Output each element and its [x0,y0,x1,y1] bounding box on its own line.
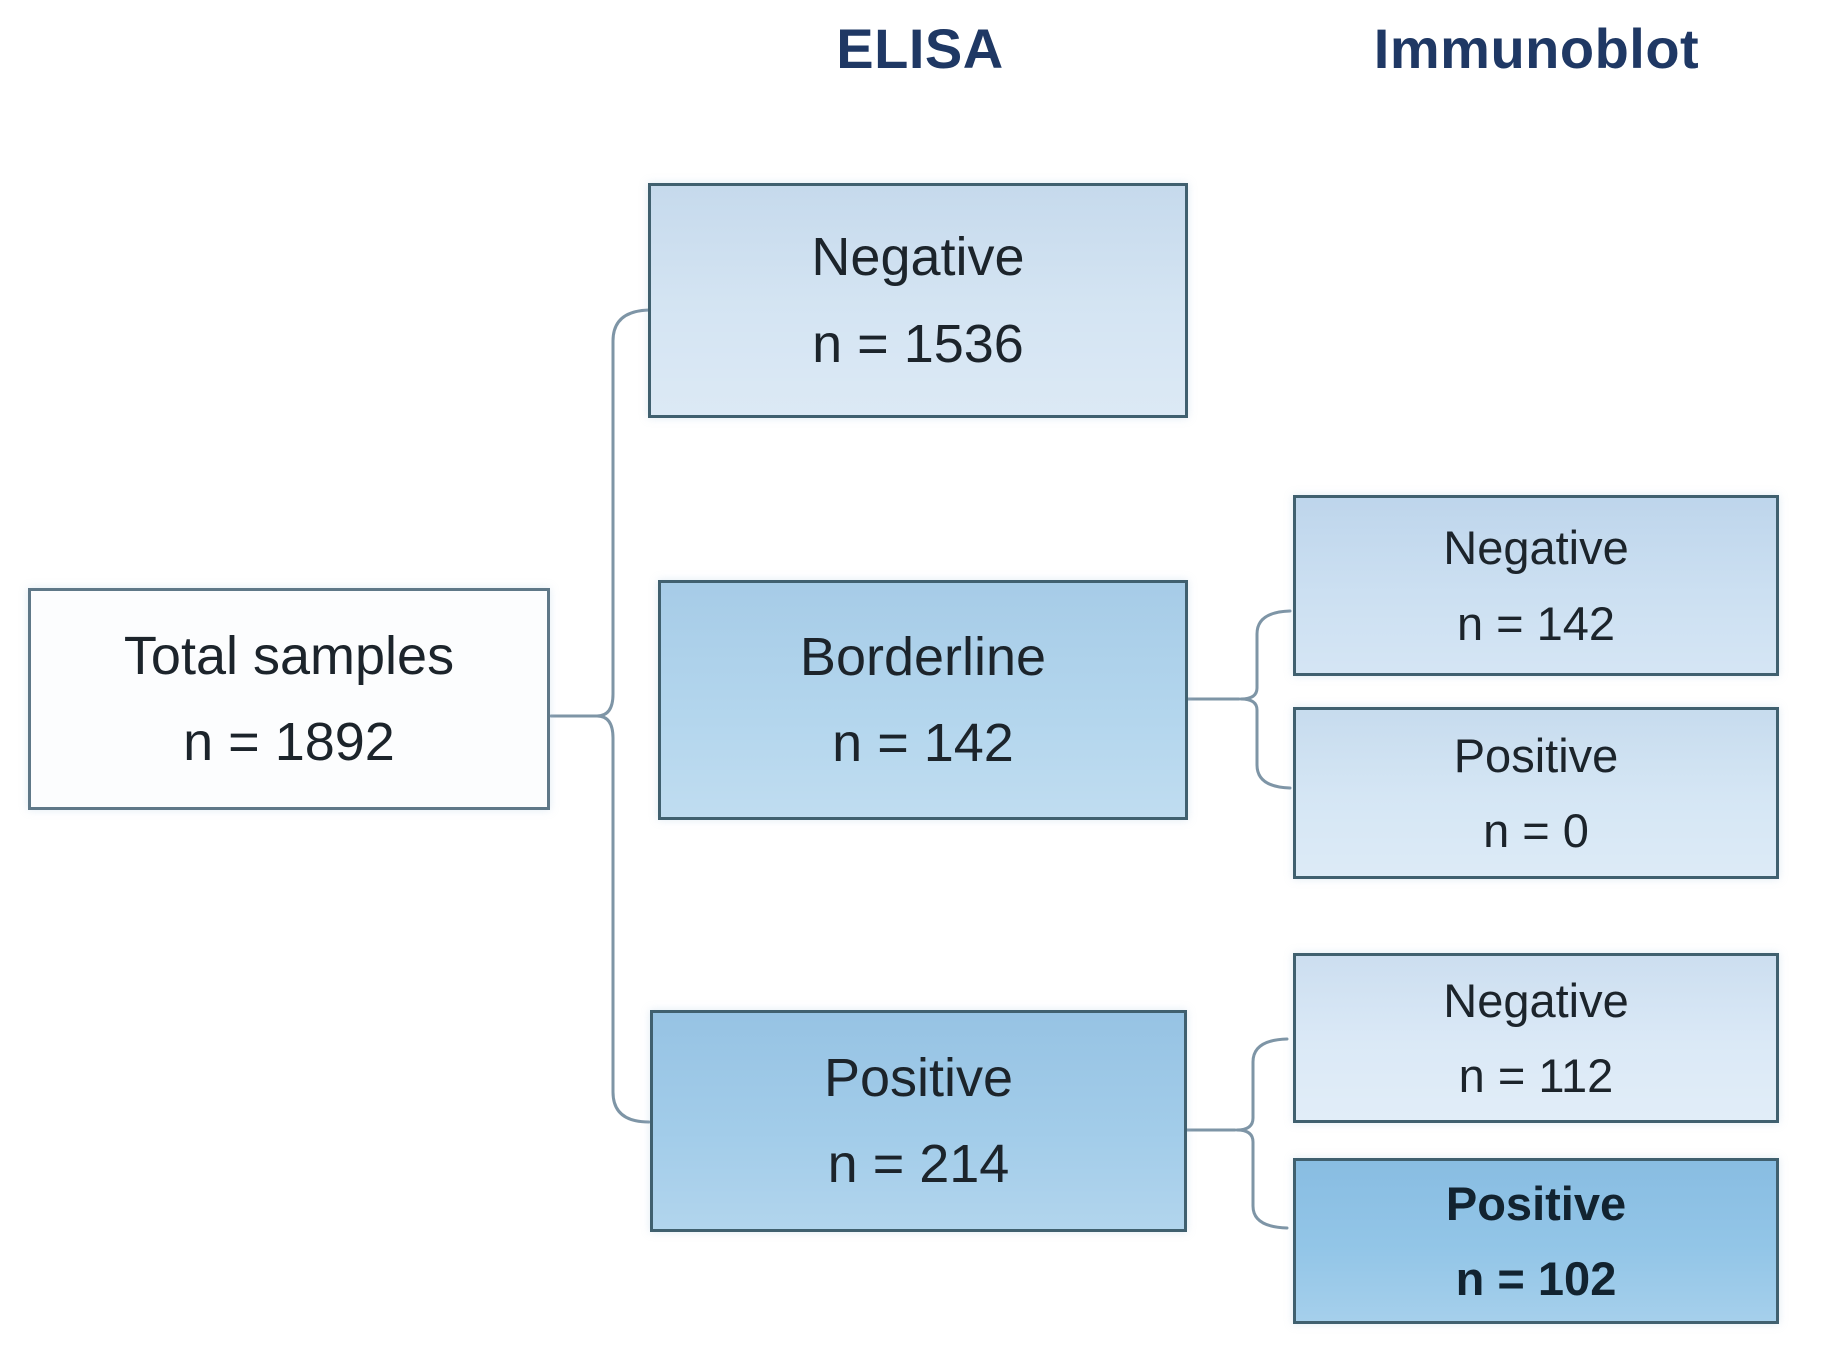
bracket-borderline-to-immunoblot [1184,609,1292,790]
box-count: n = 1892 [183,712,395,772]
curly-brace [1235,1037,1289,1230]
box-immunoblot-positive-positive: Positive n = 102 [1293,1158,1779,1324]
column-header-immunoblot: Immunoblot [1373,17,1700,80]
box-label: Positive [1453,728,1619,782]
box-count: n = 112 [1458,1049,1614,1102]
box-label: Negative [1443,521,1629,575]
box-label: Borderline [799,626,1047,687]
box-count: n = 142 [832,713,1014,773]
bracket-total-to-elisa [549,308,651,1124]
box-count: n = 102 [1455,1252,1617,1305]
column-header-elisa: ELISA [836,17,1004,80]
box-label: Total samples [123,625,455,686]
box-elisa-negative: Negative n = 1536 [648,183,1188,418]
box-elisa-positive: Positive n = 214 [650,1010,1187,1232]
box-label: Positive [1445,1176,1627,1230]
box-immunoblot-borderline-negative: Negative n = 142 [1293,495,1779,676]
curly-brace [1239,609,1292,790]
box-count: n = 214 [827,1134,1010,1194]
box-elisa-borderline: Borderline n = 142 [658,580,1188,820]
curly-brace [595,308,651,1124]
box-immunoblot-borderline-positive: Positive n = 0 [1293,707,1779,879]
box-label: Negative [811,227,1025,288]
box-label: Positive [823,1047,1014,1108]
bracket-positive-to-immunoblot [1184,1037,1289,1230]
box-count: n = 0 [1483,804,1589,857]
box-total-samples: Total samples n = 1892 [28,588,550,810]
box-immunoblot-positive-negative: Negative n = 112 [1293,953,1779,1123]
box-count: n = 1536 [812,313,1024,374]
box-label: Negative [1443,973,1629,1027]
box-count: n = 142 [1456,596,1616,650]
